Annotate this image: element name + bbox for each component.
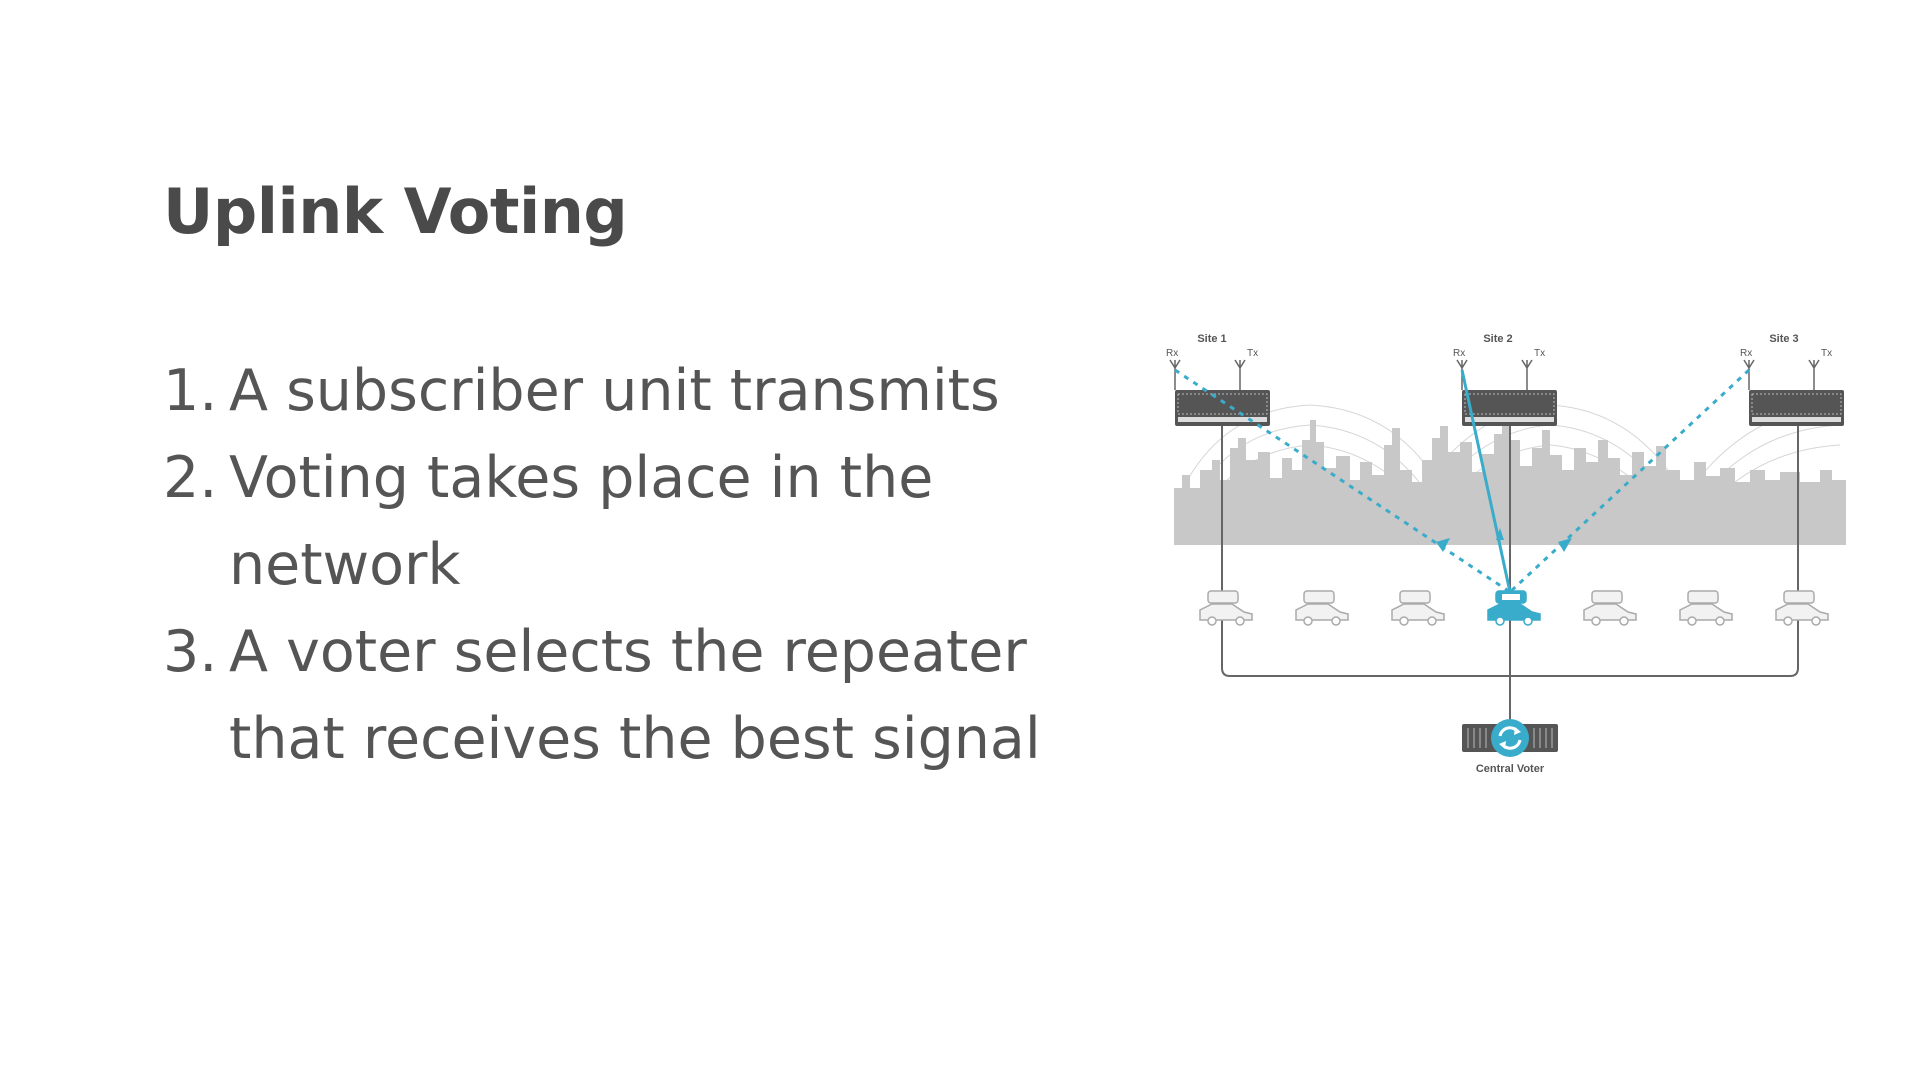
- step-item: 2. Voting takes place in the network: [163, 435, 1153, 609]
- site3-label: Site 3: [1769, 333, 1798, 345]
- backhaul-lines: [1221, 426, 1799, 728]
- site2-tx-label: Tx: [1534, 348, 1545, 359]
- vehicle-icon: [1583, 590, 1637, 626]
- step-text: A voter selects the repeater that receiv…: [229, 619, 1041, 772]
- vehicle-icon: [1775, 590, 1829, 626]
- repeater-icons: [1175, 390, 1844, 426]
- step-number: 1.: [163, 358, 218, 424]
- site1-rx-label: Rx: [1166, 348, 1178, 359]
- vehicle-icon: [1199, 590, 1253, 626]
- antenna-icons: [1169, 359, 1820, 390]
- steps-list: 1. A subscriber unit transmits 2. Voting…: [163, 348, 1153, 783]
- site2-repeater-icon: [1462, 390, 1557, 426]
- uplink-voting-diagram: Site 1 Site 2 Site 3 Rx Tx Rx Tx Rx Tx: [1166, 333, 1846, 775]
- site1-tx-label: Tx: [1247, 348, 1258, 359]
- vehicle-row: [1199, 590, 1829, 626]
- site2-label: Site 2: [1483, 333, 1512, 345]
- step-item: 1. A subscriber unit transmits: [163, 348, 1153, 435]
- site1-repeater-icon: [1175, 390, 1270, 426]
- step-text: A subscriber unit transmits: [229, 358, 1000, 424]
- step-number: 2.: [163, 445, 218, 511]
- step-text: Voting takes place in the network: [229, 445, 934, 598]
- central-voter-icon: [1462, 719, 1558, 757]
- vehicle-icon: [1391, 590, 1445, 626]
- site3-tx-label: Tx: [1821, 348, 1832, 359]
- site1-label: Site 1: [1197, 333, 1226, 345]
- step-item: 3. A voter selects the repeater that rec…: [163, 609, 1153, 783]
- signal-paths: [1174, 368, 1751, 594]
- active-vehicle-icon: [1487, 590, 1541, 626]
- step-number: 3.: [163, 619, 218, 685]
- site3-repeater-icon: [1749, 390, 1844, 426]
- central-voter-label: Central Voter: [1476, 763, 1545, 775]
- signal-arrows: [1436, 528, 1572, 552]
- slide-title: Uplink Voting: [163, 175, 628, 248]
- vehicle-icon: [1295, 590, 1349, 626]
- site2-rx-label: Rx: [1453, 348, 1465, 359]
- site3-rx-label: Rx: [1740, 348, 1752, 359]
- vehicle-icon: [1679, 590, 1733, 626]
